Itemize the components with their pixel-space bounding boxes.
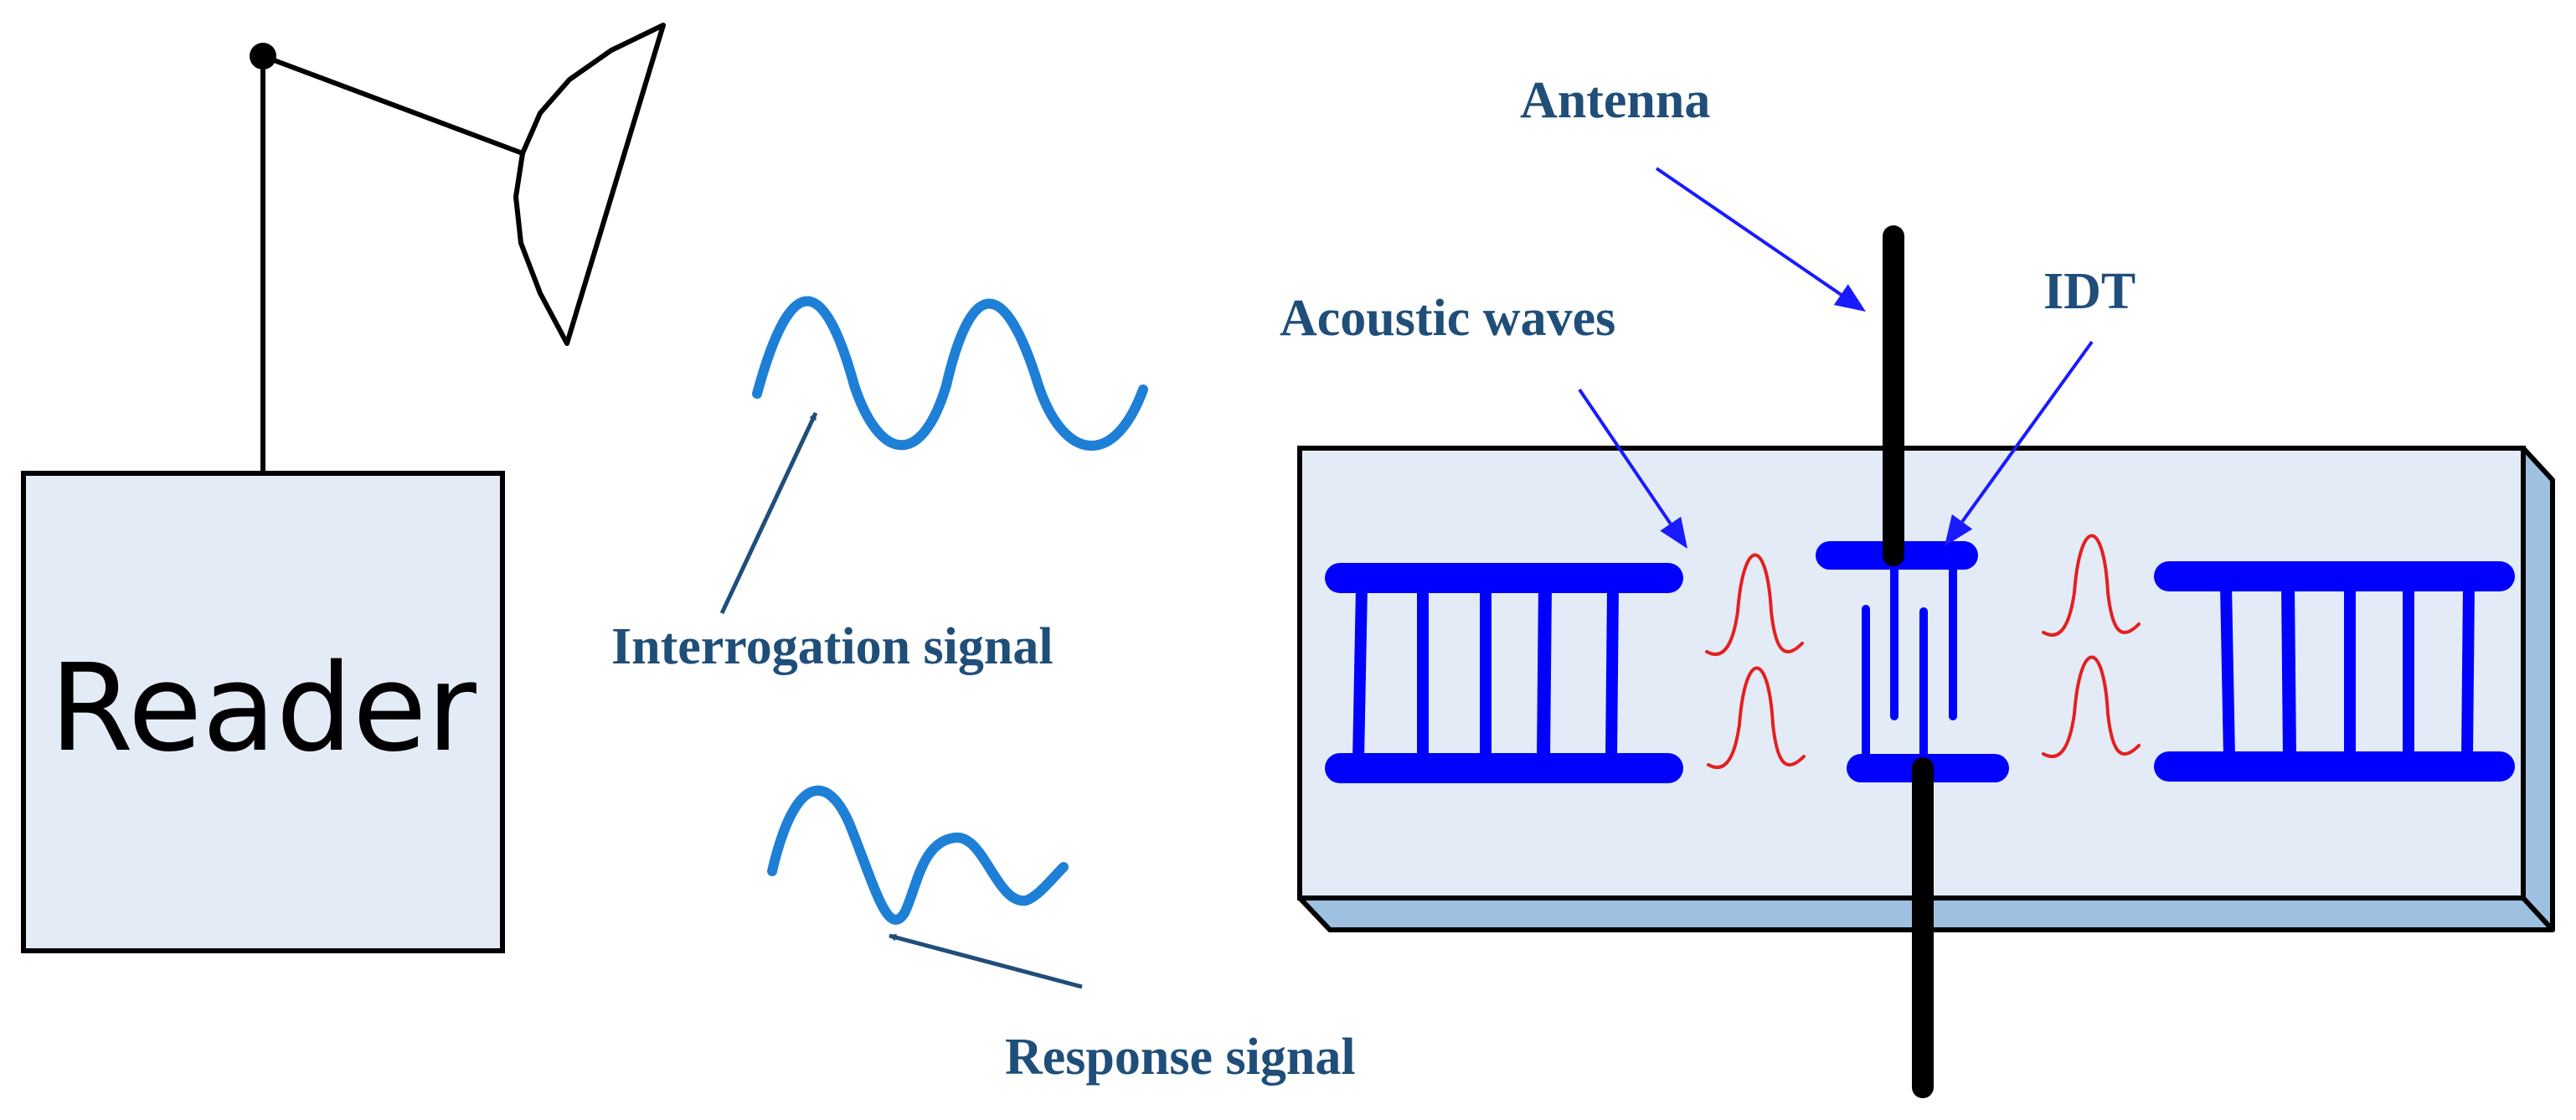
- acoustic-waves-callout-arrow: [1578, 388, 1672, 525]
- antenna-label: Antenna: [1520, 72, 1710, 129]
- tag-antenna: [1883, 225, 1934, 1098]
- interrogation-wave: [752, 296, 1148, 451]
- substrate-side-face: [2521, 446, 2555, 932]
- antenna-callout-arrow: [1655, 167, 1842, 297]
- reader-unit: Reader: [21, 23, 666, 953]
- response-wave: [767, 785, 1069, 925]
- idt-callout-arrow: [1960, 340, 2094, 523]
- reader-dish-antenna-icon: [513, 23, 666, 346]
- reader-box: [21, 471, 505, 953]
- idt-label: IDT: [2043, 263, 2136, 320]
- acoustic-waves-callout-arrow-head: [1660, 516, 1687, 549]
- response-signal-label: Response signal: [1005, 1029, 1356, 1086]
- idt-callout-arrow-head: [1945, 514, 1973, 546]
- left-reflector: [1325, 563, 1683, 783]
- reader-antenna-arm: [261, 54, 524, 156]
- acoustic-pulses: [1705, 534, 2141, 769]
- interrogation-signal-label: Interrogation signal: [611, 618, 1054, 675]
- substrate-top-face: [1297, 446, 2526, 901]
- interrogation-arrow: [719, 411, 818, 615]
- antenna-callout-arrow-head: [1833, 284, 1866, 312]
- acoustic-waves-label: Acoustic waves: [1280, 290, 1615, 347]
- reader-label: Reader: [49, 637, 477, 778]
- signals: Interrogation signal Response signal: [611, 296, 1356, 1086]
- saw-substrate: [1297, 446, 2555, 932]
- right-reflector: [2154, 561, 2515, 782]
- tag-callout-arrows: [1578, 167, 2094, 549]
- response-arrow: [889, 933, 1083, 989]
